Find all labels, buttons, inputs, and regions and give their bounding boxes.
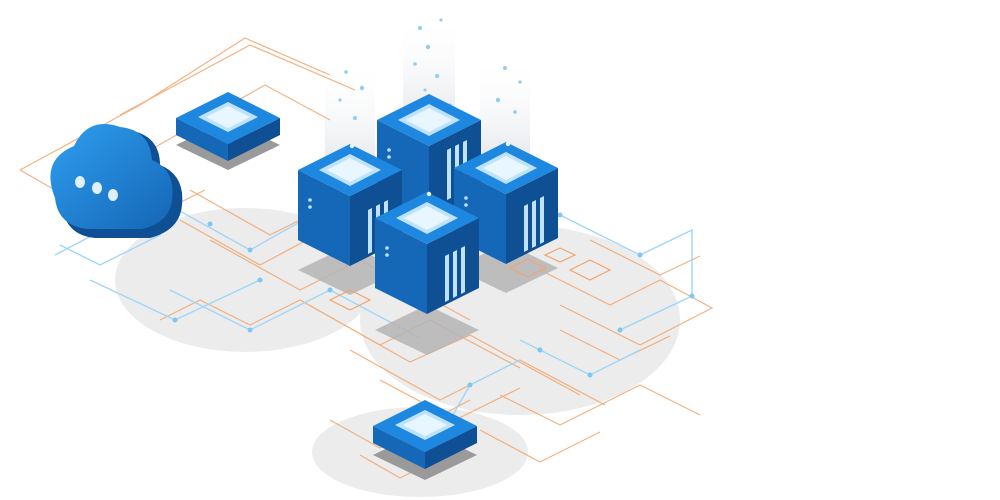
floor-pads [328, 247, 612, 311]
chip-node-icon [176, 92, 280, 170]
cloud-icon [50, 124, 183, 266]
server-rack-icon [298, 143, 402, 266]
server-rack-icon [375, 191, 479, 314]
chip-node-icon [373, 400, 477, 480]
